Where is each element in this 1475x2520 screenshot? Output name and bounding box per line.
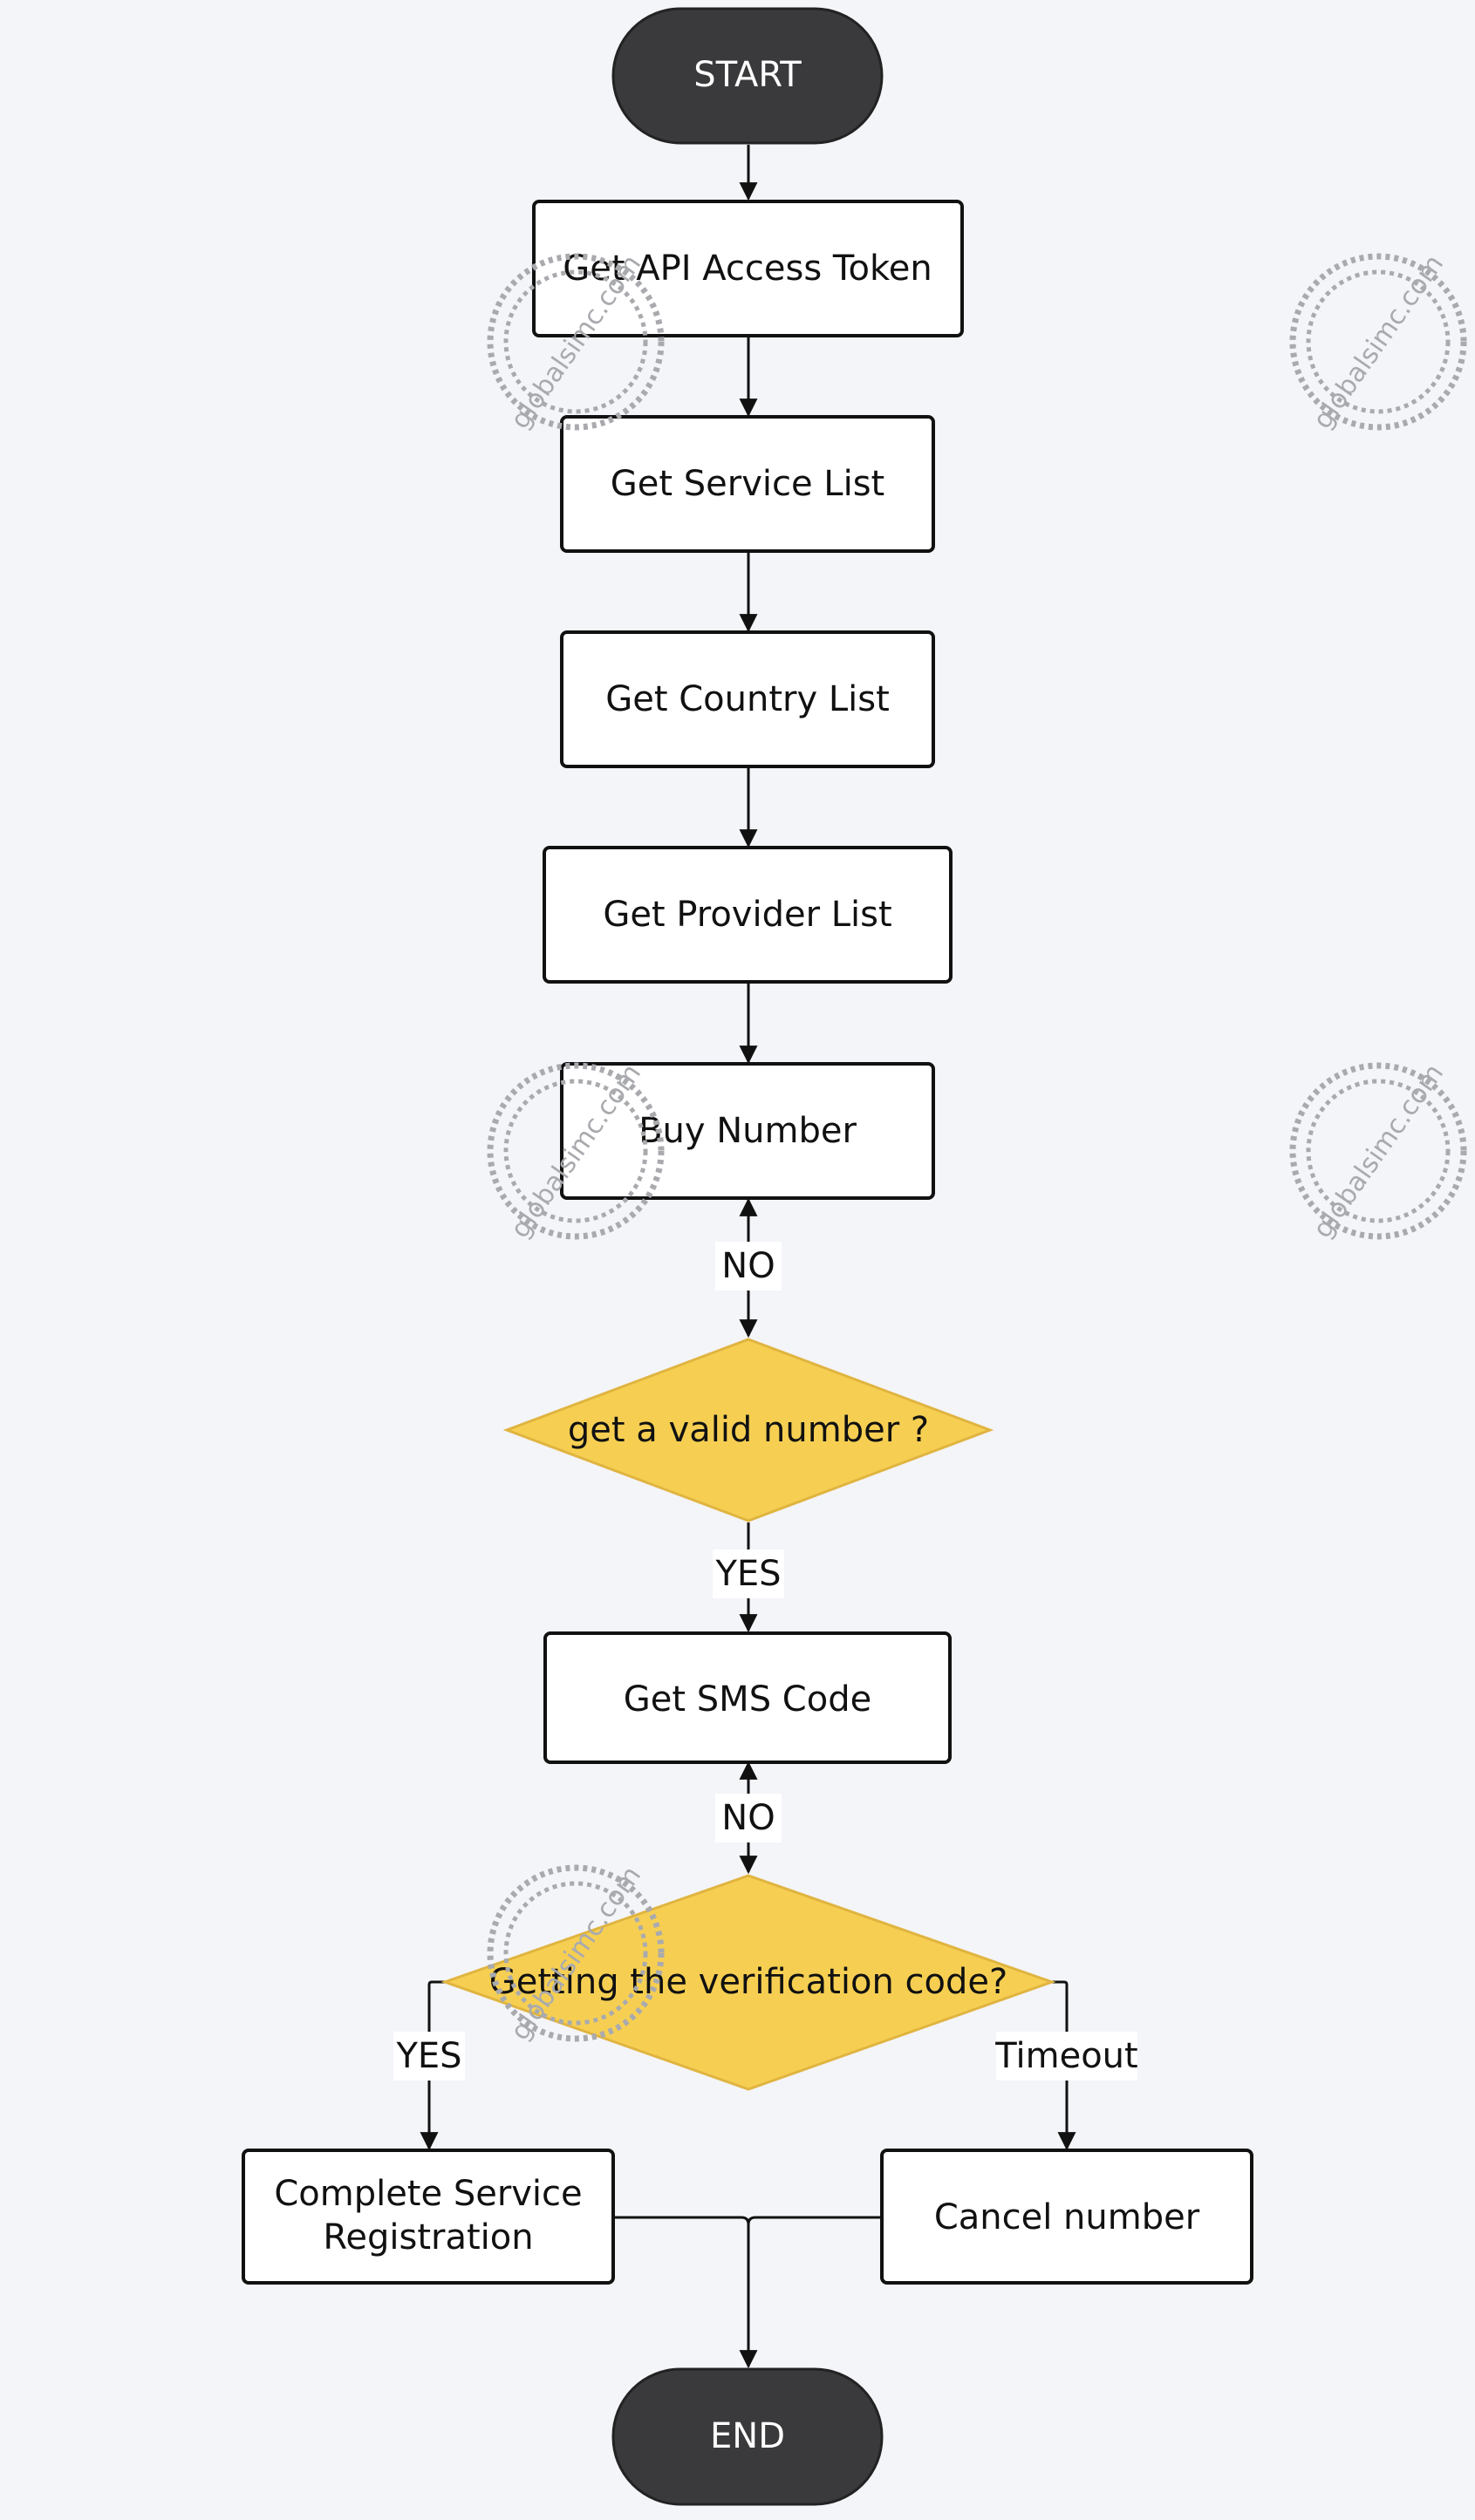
edge-cancel-to-end (747, 2216, 881, 2225)
step-get-country-list: Get Country List (560, 630, 935, 768)
edge-label-valid-no: NO (715, 1242, 782, 1291)
step-complete-registration-label-line1: Complete Service (274, 2174, 582, 2214)
edge-label-valid-yes: YES (713, 1549, 784, 1598)
edge-complete-to-end (614, 2216, 758, 2369)
step-get-country-list-label: Get Country List (605, 679, 890, 719)
step-get-token-label: Get API Access Token (563, 249, 932, 289)
decision-valid-number: get a valid number ? (502, 1338, 994, 1522)
step-buy-number: Buy Number (560, 1062, 935, 1200)
step-get-sms-code-label: Get SMS Code (624, 1679, 871, 1720)
svg-text:Timeout: Timeout (994, 2036, 1137, 2076)
svg-text:NO: NO (721, 1798, 775, 1838)
decision-verification-code-label: Getting the verification code? (489, 1962, 1007, 2002)
end-node: END (611, 2367, 884, 2506)
end-label: END (710, 2416, 785, 2456)
start-node: START (611, 7, 884, 145)
step-get-provider-list: Get Provider List (543, 846, 953, 984)
step-complete-registration: Complete Service Registration (242, 2149, 615, 2285)
watermark: globalsimc.com (1289, 249, 1467, 434)
svg-text:globalsimc.com: globalsimc.com (1308, 1059, 1450, 1243)
edge-label-code-no: NO (715, 1794, 782, 1842)
start-label: START (693, 55, 802, 95)
decision-verification-code: Getting the verification code? (440, 1874, 1056, 2091)
step-complete-registration-label-line2: Registration (323, 2217, 533, 2258)
decision-valid-number-label: get a valid number ? (568, 1410, 929, 1450)
svg-text:globalsimc.com: globalsimc.com (1308, 249, 1450, 434)
edge-code-yes (420, 1980, 445, 2151)
step-get-service-list: Get Service List (560, 415, 935, 553)
step-cancel-number: Cancel number (880, 2149, 1253, 2285)
edge-label-code-timeout: Timeout (994, 2032, 1138, 2081)
step-get-provider-list-label: Get Provider List (603, 895, 891, 935)
edge-label-code-yes: YES (393, 2032, 465, 2081)
step-get-service-list-label: Get Service List (611, 464, 884, 504)
step-buy-number-label: Buy Number (638, 1111, 857, 1151)
svg-text:NO: NO (721, 1246, 775, 1286)
step-get-sms-code: Get SMS Code (543, 1631, 952, 1764)
watermark: globalsimc.com (1289, 1059, 1467, 1243)
step-get-token: Get API Access Token (532, 200, 964, 337)
svg-text:YES: YES (714, 1554, 781, 1594)
step-cancel-number-label: Cancel number (934, 2197, 1200, 2237)
svg-text:YES: YES (395, 2036, 461, 2076)
edge-code-timeout (1050, 1980, 1076, 2151)
